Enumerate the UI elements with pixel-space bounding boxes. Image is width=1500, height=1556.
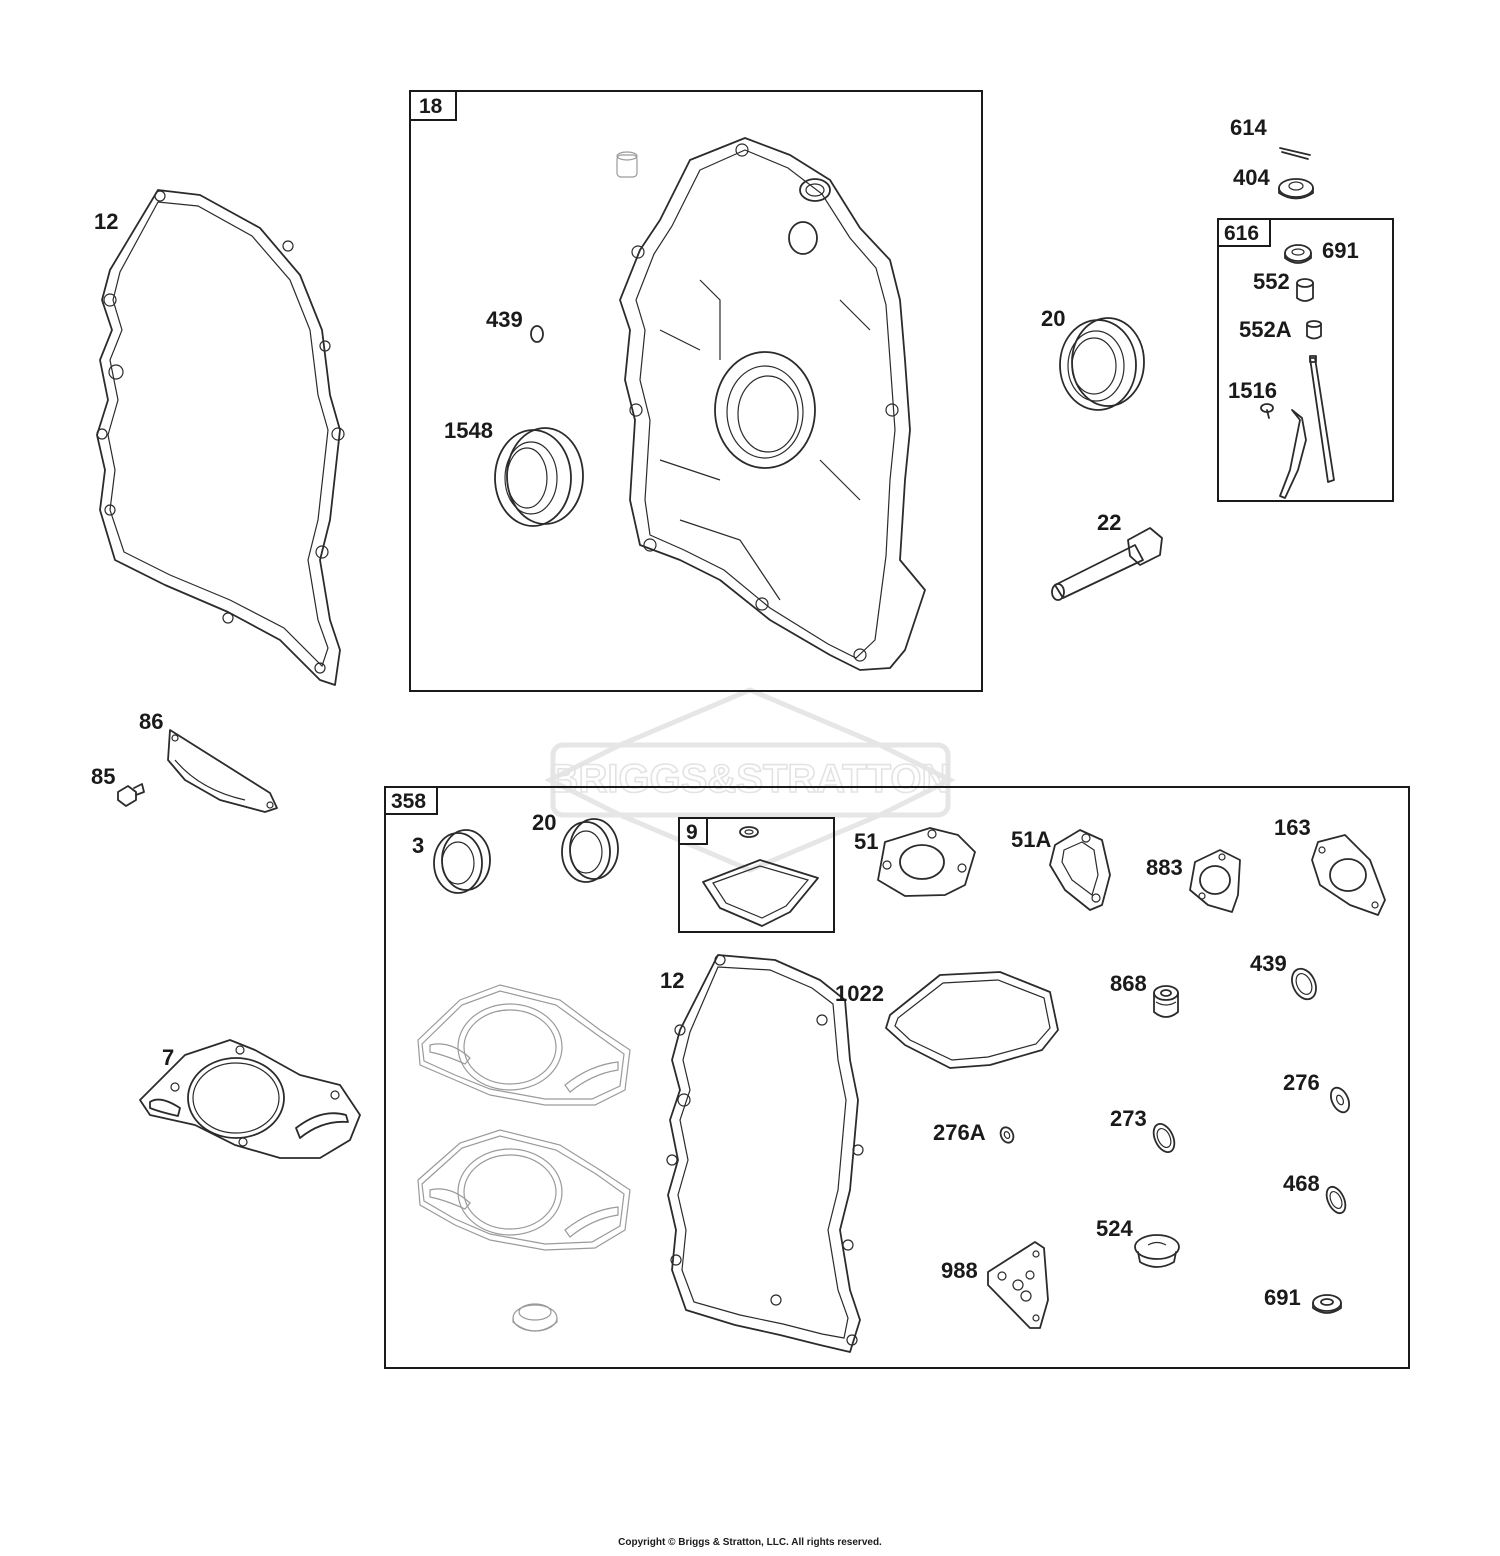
label-1516: 1516 (1228, 378, 1277, 403)
part-691-seal-top (1284, 244, 1312, 264)
part-276A-washer (999, 1126, 1015, 1144)
part-883-gasket (1189, 849, 1241, 913)
label-276A: 276A (933, 1120, 986, 1145)
label-883: 883 (1146, 855, 1183, 880)
group-358-label: 358 (391, 790, 426, 813)
group-9-label: 9 (686, 821, 698, 844)
part-1516-screw (1260, 403, 1274, 419)
part-head-gasket-ghost-2 (417, 1129, 631, 1251)
label-439-kit: 439 (1250, 951, 1287, 976)
part-614-cotter-pin (1279, 147, 1311, 160)
part-85-screw (117, 783, 145, 807)
label-552A: 552A (1239, 317, 1292, 342)
label-12-kit: 12 (660, 968, 684, 993)
part-9-gasket-set (702, 826, 819, 927)
group-358-frame (384, 786, 1410, 1369)
label-273: 273 (1110, 1106, 1147, 1131)
group-9-frame (678, 817, 835, 933)
part-439-oring (530, 325, 544, 343)
part-51A-gasket (1049, 829, 1111, 911)
label-276: 276 (1283, 1070, 1320, 1095)
part-7-head-gasket (139, 1039, 361, 1159)
group-616-label: 616 (1224, 222, 1259, 245)
label-552: 552 (1253, 269, 1290, 294)
label-20-kit: 20 (532, 810, 556, 835)
label-3: 3 (412, 833, 424, 858)
label-7: 7 (162, 1045, 174, 1070)
part-12-crankcase-gasket (96, 189, 345, 686)
label-51A: 51A (1011, 827, 1051, 852)
part-868-valve-seal (1153, 985, 1179, 1018)
copyright-notice: Copyright © Briggs & Stratton, LLC. All … (618, 1537, 882, 1548)
part-20-kit-oil-seal (561, 818, 619, 883)
part-988-plate (987, 1241, 1049, 1329)
watermark-text: BRIGGS&STRATTON (550, 757, 951, 801)
label-691-top: 691 (1322, 238, 1359, 263)
part-seal-ghost (512, 1303, 558, 1332)
label-163: 163 (1274, 815, 1311, 840)
part-governor-shaft (1279, 355, 1335, 499)
part-439-kit-oring (1291, 967, 1317, 1001)
label-51: 51 (854, 829, 878, 854)
label-439-top: 439 (486, 307, 523, 332)
part-552-bushing (1296, 278, 1314, 302)
part-22-bolt (1051, 527, 1163, 601)
part-20-oil-seal (1059, 317, 1145, 411)
part-head-gasket-ghost-1 (417, 984, 631, 1106)
label-1548: 1548 (444, 418, 493, 443)
part-1022-gasket (885, 971, 1059, 1069)
label-85: 85 (91, 764, 115, 789)
part-12-kit-crankcase-gasket (666, 954, 864, 1353)
label-988: 988 (941, 1258, 978, 1283)
part-18-crankcase-cover (619, 137, 926, 671)
part-163-gasket (1311, 834, 1386, 916)
part-86-cover-plate (167, 729, 278, 813)
part-273-oring (1152, 1122, 1176, 1154)
label-468: 468 (1283, 1171, 1320, 1196)
label-404: 404 (1233, 165, 1270, 190)
label-524: 524 (1096, 1216, 1133, 1241)
group-18-label: 18 (419, 95, 443, 118)
label-86: 86 (139, 709, 163, 734)
part-1548-oil-seal (494, 427, 584, 527)
brand-watermark: BRIGGS&STRATTON (544, 687, 956, 873)
part-552A-bushing (1306, 320, 1322, 340)
label-12: 12 (94, 209, 118, 234)
label-22: 22 (1097, 510, 1121, 535)
part-dowel-pin (616, 151, 638, 178)
part-691-kit-seal (1312, 1294, 1342, 1314)
part-524-plug (1134, 1234, 1180, 1268)
label-1022: 1022 (835, 981, 884, 1006)
label-20-top: 20 (1041, 306, 1065, 331)
group-18-frame (409, 90, 983, 692)
part-404-washer (1278, 178, 1314, 200)
part-3-oil-seal (433, 829, 491, 894)
part-51-gasket (877, 827, 976, 897)
part-468-oring (1325, 1185, 1347, 1215)
label-868: 868 (1110, 971, 1147, 996)
part-276-washer (1330, 1086, 1350, 1114)
label-614: 614 (1230, 115, 1267, 140)
label-691-kit: 691 (1264, 1285, 1301, 1310)
group-616-frame (1217, 218, 1394, 502)
